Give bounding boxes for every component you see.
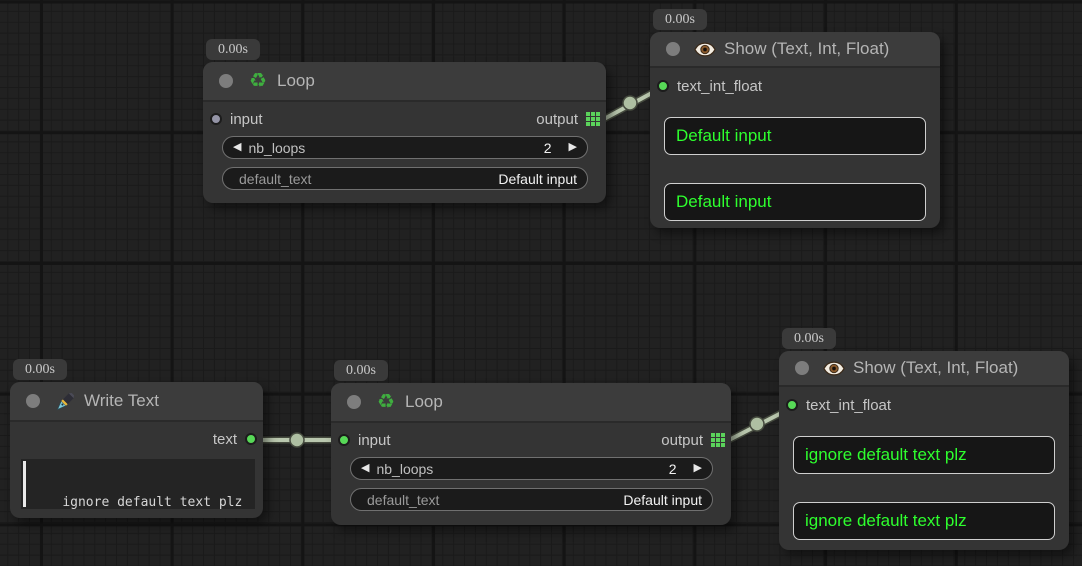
input-slot-label: text_int_float [677, 77, 763, 95]
widget-value: Default input [498, 170, 577, 187]
node-title: Loop [405, 392, 443, 411]
textarea-value: ignore default text plz [62, 495, 243, 509]
node-header[interactable]: ♻ Loop [203, 62, 606, 102]
output-socket[interactable] [245, 433, 257, 445]
show-text-box[interactable]: Default input [664, 183, 926, 221]
output-slot-label: output [536, 110, 578, 128]
nb-loops-widget[interactable]: ◀ nb_loops 2 ▶ [222, 136, 588, 159]
node-header[interactable]: Show (Text, Int, Float) [650, 32, 940, 68]
node-header[interactable]: Show (Text, Int, Float) [779, 351, 1069, 387]
collapse-dot[interactable] [26, 394, 40, 408]
node-title: Write Text [84, 391, 159, 410]
widget-label: default_text [367, 491, 440, 508]
text-input-area[interactable]: ignore default text plz [21, 459, 255, 509]
node-header[interactable]: ♻ Loop [331, 383, 731, 423]
eye-icon [694, 41, 716, 57]
input-slot-label: input [230, 110, 263, 128]
output-grid-socket-icon[interactable] [711, 433, 725, 447]
widget-value: 2 [668, 460, 677, 477]
slot-row: text_int_float [650, 77, 940, 95]
node-loop-bottom[interactable]: 0.00s ♻ Loop input output ◀ nb_loops 2 ▶ [331, 360, 731, 525]
eye-icon [823, 360, 845, 376]
output-slot-label: text [212, 430, 237, 448]
exec-time-badge: 0.00s [13, 359, 67, 380]
text-caret [23, 461, 26, 507]
default-text-widget[interactable]: default_text Default input [350, 488, 713, 511]
widget-value: 2 [543, 139, 552, 156]
decrement-arrow-icon[interactable]: ◀ [233, 141, 242, 153]
collapse-dot[interactable] [666, 42, 680, 56]
node-show-bottom[interactable]: 0.00s Show (Text, Int, Float) text_int_f… [779, 328, 1069, 550]
default-text-widget[interactable]: default_text Default input [222, 167, 588, 190]
recycle-icon: ♻ [249, 70, 267, 92]
show-text-box[interactable]: ignore default text plz [793, 436, 1055, 474]
exec-time-badge: 0.00s [334, 360, 388, 381]
input-slot-label: text_int_float [806, 396, 892, 414]
recycle-icon: ♻ [377, 391, 395, 413]
collapse-dot[interactable] [795, 361, 809, 375]
nb-loops-widget[interactable]: ◀ nb_loops 2 ▶ [350, 457, 713, 480]
input-socket[interactable] [786, 399, 798, 411]
collapse-dot[interactable] [347, 395, 361, 409]
collapse-dot[interactable] [219, 74, 233, 88]
input-socket[interactable] [210, 113, 222, 125]
show-text-box[interactable]: ignore default text plz [793, 502, 1055, 540]
slot-row: input output [203, 110, 606, 128]
show-text-box[interactable]: Default input [664, 117, 926, 155]
slot-row: text [10, 430, 263, 448]
slot-row: input output [331, 431, 731, 449]
widget-label: nb_loops [248, 139, 306, 156]
slot-row: text_int_float [779, 396, 1069, 414]
node-show-top[interactable]: 0.00s Show (Text, Int, Float) text_int_f… [650, 9, 940, 228]
node-title: Show (Text, Int, Float) [724, 39, 890, 58]
widget-value: Default input [623, 491, 702, 508]
node-write-text[interactable]: 0.00s Write Text text ignore default tex… [10, 359, 263, 518]
decrement-arrow-icon[interactable]: ◀ [361, 462, 370, 474]
increment-arrow-icon[interactable]: ▶ [568, 141, 577, 153]
exec-time-badge: 0.00s [782, 328, 836, 349]
input-slot-label: input [358, 431, 391, 449]
exec-time-badge: 0.00s [653, 9, 707, 30]
output-slot-label: output [661, 431, 703, 449]
widget-label: default_text [239, 170, 312, 187]
node-title: Loop [277, 71, 315, 90]
increment-arrow-icon[interactable]: ▶ [693, 462, 702, 474]
fountain-pen-icon [54, 392, 76, 411]
output-grid-socket-icon[interactable] [586, 112, 600, 126]
widget-label: nb_loops [376, 460, 434, 477]
input-socket[interactable] [657, 80, 669, 92]
node-loop-top[interactable]: 0.00s ♻ Loop input output ◀ nb_loops 2 ▶ [203, 39, 606, 203]
node-header[interactable]: Write Text [10, 382, 263, 422]
node-title: Show (Text, Int, Float) [853, 358, 1019, 377]
exec-time-badge: 0.00s [206, 39, 260, 60]
input-socket[interactable] [338, 434, 350, 446]
